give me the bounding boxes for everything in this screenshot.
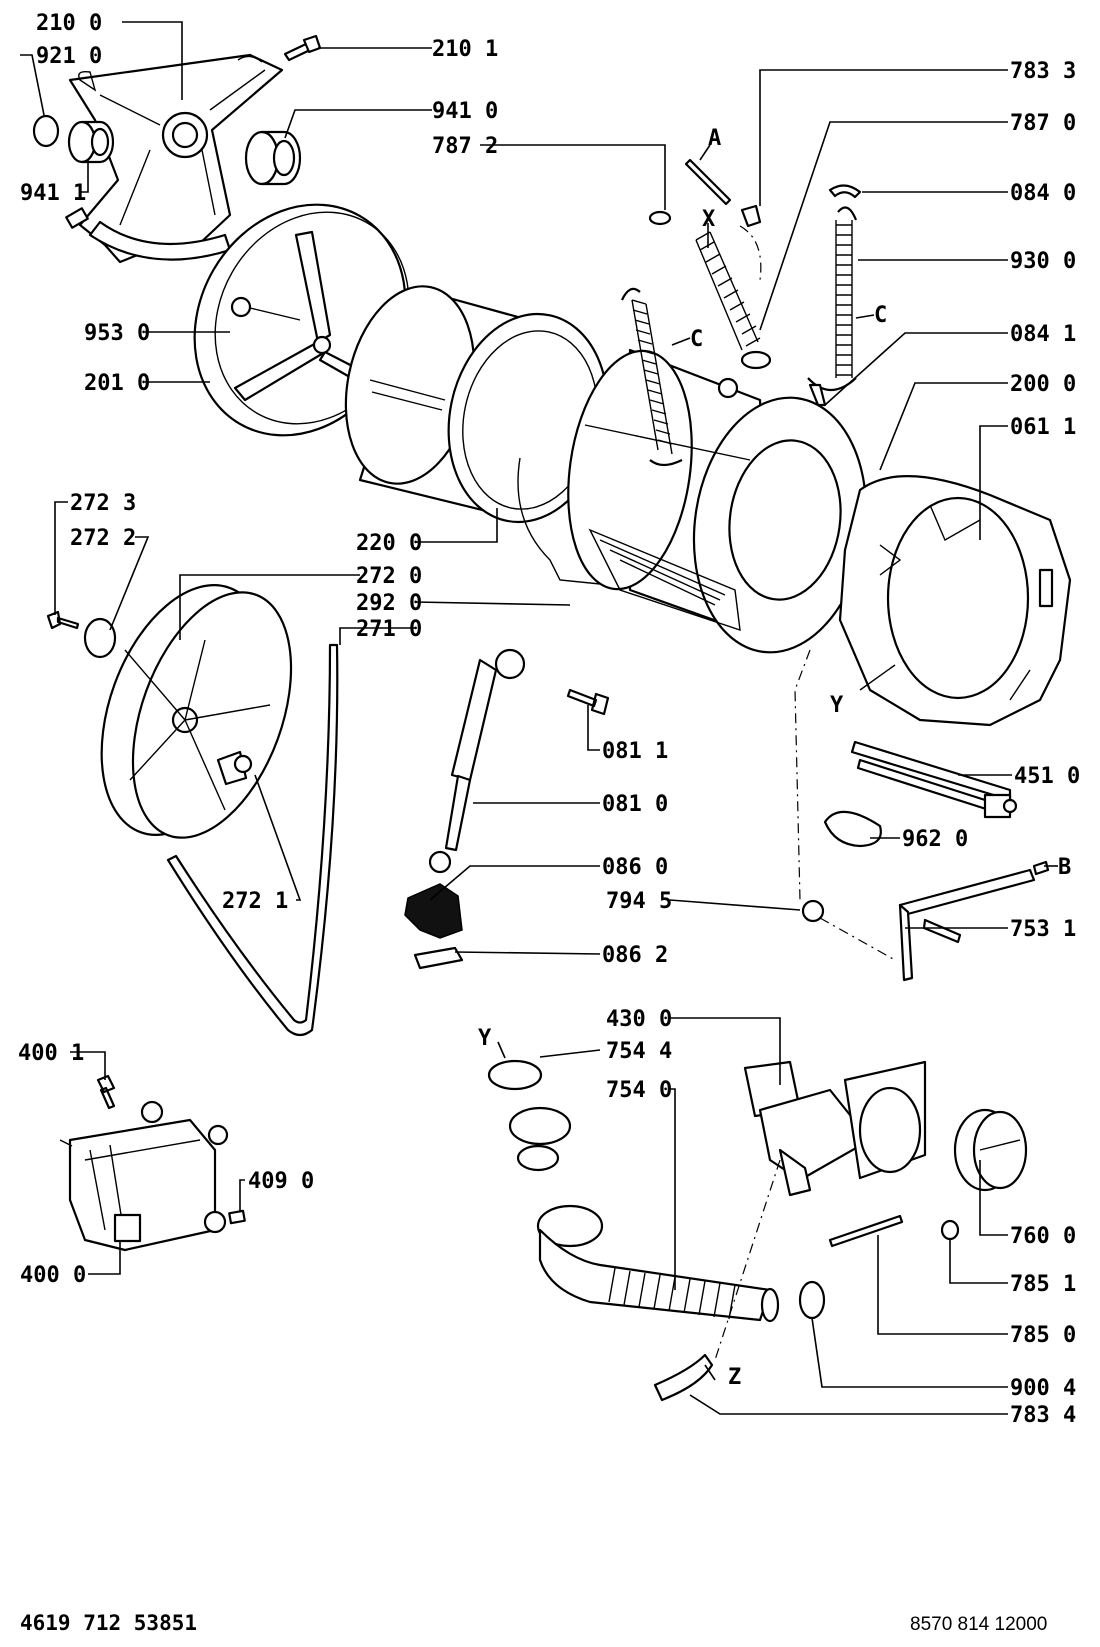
- part-label-2100: 210 0: [36, 11, 102, 36]
- shock-bracket-drawing: [404, 883, 463, 939]
- shock-bolt-drawing: [566, 688, 610, 716]
- cap-drawing: [801, 899, 825, 923]
- part-label-7851: 785 1: [1010, 1272, 1076, 1297]
- pipe-drawing: [828, 1214, 904, 1248]
- pipe-clamp-drawing: [940, 1219, 960, 1241]
- part-label-0840: 084 0: [1010, 181, 1076, 206]
- part-label-2101: 210 1: [432, 37, 498, 62]
- part-label-2723: 272 3: [70, 491, 136, 516]
- footer-code-left: 4619 712 53851: [20, 1611, 197, 1635]
- ref-letter-z: Z: [728, 1365, 741, 1390]
- part-label-9300: 930 0: [1010, 249, 1076, 274]
- leader-lines: [20, 21, 1058, 1415]
- spring-left-drawing: [621, 287, 683, 467]
- nozzle-drawing: [740, 204, 762, 228]
- part-label-9004: 900 4: [1010, 1376, 1076, 1401]
- shock-absorber-drawing: [428, 648, 526, 874]
- part-label-4510: 451 0: [1014, 764, 1080, 789]
- part-label-9410: 941 0: [432, 99, 498, 124]
- part-label-7540: 754 0: [606, 1078, 672, 1103]
- screw-drawing: [283, 34, 322, 62]
- part-label-4000: 400 0: [20, 1263, 86, 1288]
- ref-letter-a: A: [708, 126, 721, 151]
- part-label-2920: 292 0: [356, 591, 422, 616]
- part-label-7600: 760 0: [1010, 1224, 1076, 1249]
- part-label-9530: 953 0: [84, 321, 150, 346]
- part-label-9411: 941 1: [20, 181, 86, 206]
- door-seal-drawing: [838, 475, 1072, 727]
- part-label-7945: 794 5: [606, 889, 672, 914]
- part-label-2010: 201 0: [84, 371, 150, 396]
- part-label-0862: 086 2: [602, 943, 668, 968]
- part-label-0841: 084 1: [1010, 322, 1076, 347]
- part-label-7870: 787 0: [1010, 111, 1076, 136]
- motor-screw-drawing: [96, 1074, 116, 1110]
- pulley-bolt-drawing: [46, 610, 80, 630]
- pulley-drawing: [100, 584, 293, 839]
- footer-code-right: 8570 814 12000: [910, 1614, 1047, 1635]
- part-label-4300: 430 0: [606, 1007, 672, 1032]
- part-label-9210: 921 0: [36, 44, 102, 69]
- pressure-pipe-drawing: [684, 158, 732, 206]
- belt-drawing: [166, 643, 339, 1037]
- carbon-brush-drawing: [228, 1209, 246, 1225]
- shock-clip-drawing: [413, 946, 464, 970]
- heater-drawing: [850, 740, 1018, 819]
- spring-right-drawing: [807, 206, 858, 392]
- motor-drawing: [59, 1100, 229, 1252]
- clamp-drawing: [648, 210, 672, 226]
- bearing-small-drawing: [67, 120, 115, 164]
- part-label-7544: 754 4: [606, 1039, 672, 1064]
- hose-holder-drawing: [898, 860, 1050, 982]
- part-label-2722: 272 2: [70, 526, 136, 551]
- part-label-0810: 081 0: [602, 792, 668, 817]
- ref-letter-c1: C: [690, 327, 703, 352]
- hose-clamp-drawing: [798, 1280, 826, 1320]
- spring-hook-drawing: [828, 184, 862, 199]
- bellows-hose-drawing: [695, 231, 772, 370]
- part-label-2721: 272 1: [222, 889, 288, 914]
- part-label-7833: 783 3: [1010, 59, 1076, 84]
- part-label-7531: 753 1: [1010, 917, 1076, 942]
- part-label-0860: 086 0: [602, 855, 668, 880]
- part-label-4090: 409 0: [248, 1169, 314, 1194]
- drum-drawing: [344, 285, 611, 586]
- circlip-drawing: [32, 114, 60, 148]
- part-label-7872: 787 2: [432, 134, 498, 159]
- small-hose-drawing: [653, 1353, 714, 1402]
- drain-hose-drawing: [487, 1059, 780, 1323]
- part-label-2000: 200 0: [1010, 372, 1076, 397]
- ref-letter-x: X: [702, 207, 715, 232]
- washer-drawing: [83, 617, 117, 659]
- part-label-7850: 785 0: [1010, 1323, 1076, 1348]
- part-label-4001: 400 1: [18, 1041, 84, 1066]
- part-label-2200: 220 0: [356, 531, 422, 556]
- ref-letter-c2: C: [874, 303, 887, 328]
- part-label-7834: 783 4: [1010, 1403, 1076, 1428]
- part-labels: 210 0 921 0 210 1 941 0 941 1 787 2 783 …: [18, 11, 1080, 1428]
- heater-gasket-drawing: [823, 810, 882, 848]
- filter-drawing: [953, 1108, 1028, 1192]
- ref-letter-y2: Y: [478, 1026, 492, 1051]
- part-label-0811: 081 1: [602, 739, 668, 764]
- front-tub-drawing: [567, 348, 868, 654]
- ref-letter-y1: Y: [830, 693, 844, 718]
- part-label-9620: 962 0: [902, 827, 968, 852]
- bearing-large-drawing: [244, 130, 302, 186]
- part-label-0611: 061 1: [1010, 415, 1076, 440]
- part-label-2720: 272 0: [356, 564, 422, 589]
- part-label-2710: 271 0: [356, 617, 422, 642]
- bearing-cross-drawing: [65, 53, 284, 264]
- ref-letter-b: B: [1058, 855, 1071, 880]
- drain-pump-drawing: [743, 1060, 927, 1197]
